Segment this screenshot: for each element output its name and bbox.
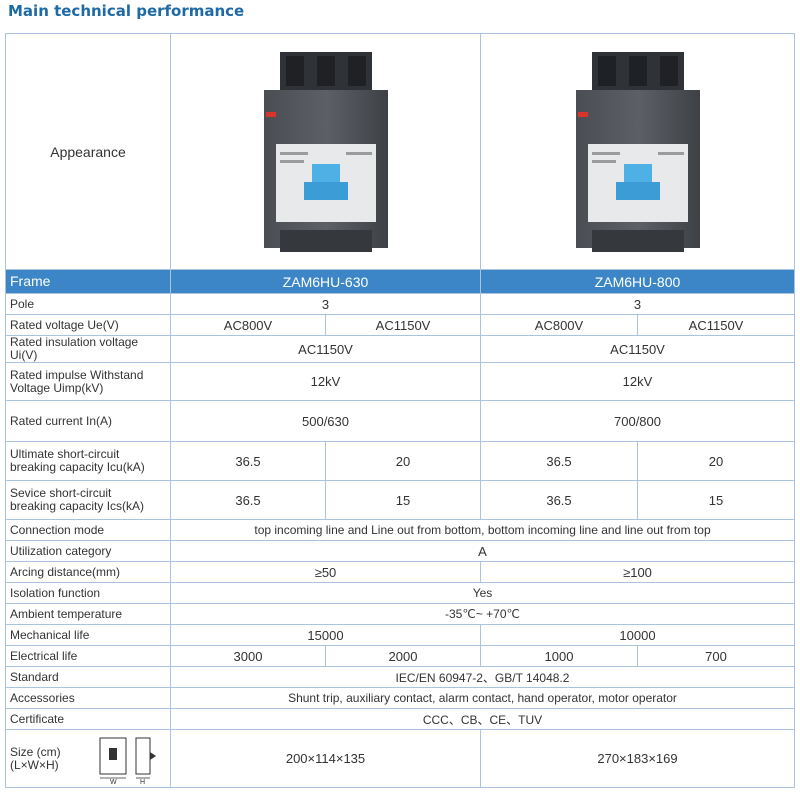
ambient-temperature-label: Ambient temperature [5, 603, 171, 625]
size-630: 200×114×135 [170, 729, 481, 788]
ics-label-line1: Sevice short-circuit [10, 486, 112, 500]
diagram-h-label: H [140, 779, 145, 784]
appearance-label: Appearance [5, 33, 171, 270]
breaker-image-630 [263, 51, 388, 252]
electrical-life-label: Electrical life [5, 645, 171, 667]
pole-630: 3 [170, 293, 481, 315]
connection-mode-row: Connection mode top incoming line and Li… [5, 519, 795, 541]
rated-voltage-row: Rated voltage Ue(V) AC800V AC1150V AC800… [5, 314, 795, 336]
insulation-voltage-row: Rated insulation voltage Ui(V) AC1150V A… [5, 335, 795, 363]
accessories-row: Accessories Shunt trip, auxiliary contac… [5, 687, 795, 709]
utilization-category-value: A [170, 540, 795, 562]
icu-800-2: 20 [637, 441, 795, 481]
electrical-life-630-1: 3000 [170, 645, 326, 667]
connection-mode-label: Connection mode [5, 519, 171, 541]
appearance-cell-800 [480, 33, 795, 270]
arcing-distance-630: ≥50 [170, 561, 481, 583]
utilization-category-row: Utilization category A [5, 540, 795, 562]
breaker-image-800 [575, 51, 700, 252]
pole-label: Pole [5, 293, 171, 315]
ics-800-2: 15 [637, 480, 795, 520]
electrical-life-row: Electrical life 3000 2000 1000 700 [5, 645, 795, 667]
pole-800: 3 [480, 293, 795, 315]
icu-label-line1: Ultimate short-circuit [10, 447, 120, 461]
rated-current-row: Rated current In(A) 500/630 700/800 [5, 400, 795, 442]
ics-label-line2: breaking capacity Ics(kA) [10, 499, 145, 513]
icu-800-1: 36.5 [480, 441, 638, 481]
certificate-value: CCC、CB、CE、TUV [170, 708, 795, 730]
utilization-category-label: Utilization category [5, 540, 171, 562]
certificate-row: Certificate CCC、CB、CE、TUV [5, 708, 795, 730]
rated-voltage-630-2: AC1150V [325, 314, 481, 336]
ics-row: Sevice short-circuit breaking capacity I… [5, 480, 795, 520]
icu-630-1: 36.5 [170, 441, 326, 481]
frame-row: Frame ZAM6HU-630 ZAM6HU-800 [5, 269, 795, 294]
dimension-diagram-icon: W H [99, 737, 156, 784]
pole-row: Pole 3 3 [5, 293, 795, 315]
page-title: Main technical performance [8, 2, 245, 20]
spec-table: Appearance [5, 33, 795, 788]
standard-label: Standard [5, 666, 171, 688]
frame-800: ZAM6HU-800 [480, 269, 795, 294]
insulation-voltage-630: AC1150V [170, 335, 481, 363]
appearance-row: Appearance [5, 33, 795, 270]
impulse-voltage-label-line1: Rated impulse Withstand [10, 367, 144, 382]
rated-current-630: 500/630 [170, 400, 481, 442]
diagram-w-label: W [110, 779, 117, 784]
mechanical-life-label: Mechanical life [5, 624, 171, 646]
impulse-voltage-label-line2: Voltage Uimp(kV) [10, 380, 104, 395]
accessories-label: Accessories [5, 687, 171, 709]
size-800: 270×183×169 [480, 729, 795, 788]
isolation-function-label: Isolation function [5, 582, 171, 604]
connection-mode-value: top incoming line and Line out from bott… [170, 519, 795, 541]
electrical-life-800-1: 1000 [480, 645, 638, 667]
rated-voltage-label: Rated voltage Ue(V) [5, 314, 171, 336]
electrical-life-800-2: 700 [637, 645, 795, 667]
size-label-cell: Size (cm) (L×W×H) W H [5, 729, 171, 788]
accessories-value: Shunt trip, auxiliary contact, alarm con… [170, 687, 795, 709]
certificate-label: Certificate [5, 708, 171, 730]
standard-value: IEC/EN 60947-2、GB/T 14048.2 [170, 666, 795, 688]
size-label-line1: Size (cm) [10, 744, 61, 759]
rated-current-800: 700/800 [480, 400, 795, 442]
size-row: Size (cm) (L×W×H) W H 200×114×135 270×18… [5, 729, 795, 788]
icu-630-2: 20 [325, 441, 481, 481]
rated-current-label: Rated current In(A) [5, 400, 171, 442]
ics-label: Sevice short-circuit breaking capacity I… [5, 480, 171, 520]
mechanical-life-row: Mechanical life 15000 10000 [5, 624, 795, 646]
mechanical-life-630: 15000 [170, 624, 481, 646]
isolation-function-value: Yes [170, 582, 795, 604]
arcing-distance-row: Arcing distance(mm) ≥50 ≥100 [5, 561, 795, 583]
isolation-function-row: Isolation function Yes [5, 582, 795, 604]
ics-800-1: 36.5 [480, 480, 638, 520]
size-label-line2: (L×W×H) [10, 757, 59, 772]
frame-label: Frame [5, 269, 171, 294]
icu-label-line2: breaking capacity Icu(kA) [10, 460, 145, 474]
rated-voltage-800-1: AC800V [480, 314, 638, 336]
icu-label: Ultimate short-circuit breaking capacity… [5, 441, 171, 481]
impulse-voltage-630: 12kV [170, 362, 481, 401]
impulse-voltage-label: Rated impulse Withstand Voltage Uimp(kV) [5, 362, 171, 401]
arcing-distance-label: Arcing distance(mm) [5, 561, 171, 583]
ics-630-2: 15 [325, 480, 481, 520]
insulation-voltage-label: Rated insulation voltage Ui(V) [5, 335, 171, 363]
icu-row: Ultimate short-circuit breaking capacity… [5, 441, 795, 481]
electrical-life-630-2: 2000 [325, 645, 481, 667]
appearance-cell-630 [170, 33, 481, 270]
mechanical-life-800: 10000 [480, 624, 795, 646]
standard-row: Standard IEC/EN 60947-2、GB/T 14048.2 [5, 666, 795, 688]
impulse-voltage-row: Rated impulse Withstand Voltage Uimp(kV)… [5, 362, 795, 401]
insulation-voltage-800: AC1150V [480, 335, 795, 363]
ambient-temperature-value: -35℃~ +70℃ [170, 603, 795, 625]
ambient-temperature-row: Ambient temperature -35℃~ +70℃ [5, 603, 795, 625]
ics-630-1: 36.5 [170, 480, 326, 520]
rated-voltage-630-1: AC800V [170, 314, 326, 336]
rated-voltage-800-2: AC1150V [637, 314, 795, 336]
frame-630: ZAM6HU-630 [170, 269, 481, 294]
arcing-distance-800: ≥100 [480, 561, 795, 583]
impulse-voltage-800: 12kV [480, 362, 795, 401]
